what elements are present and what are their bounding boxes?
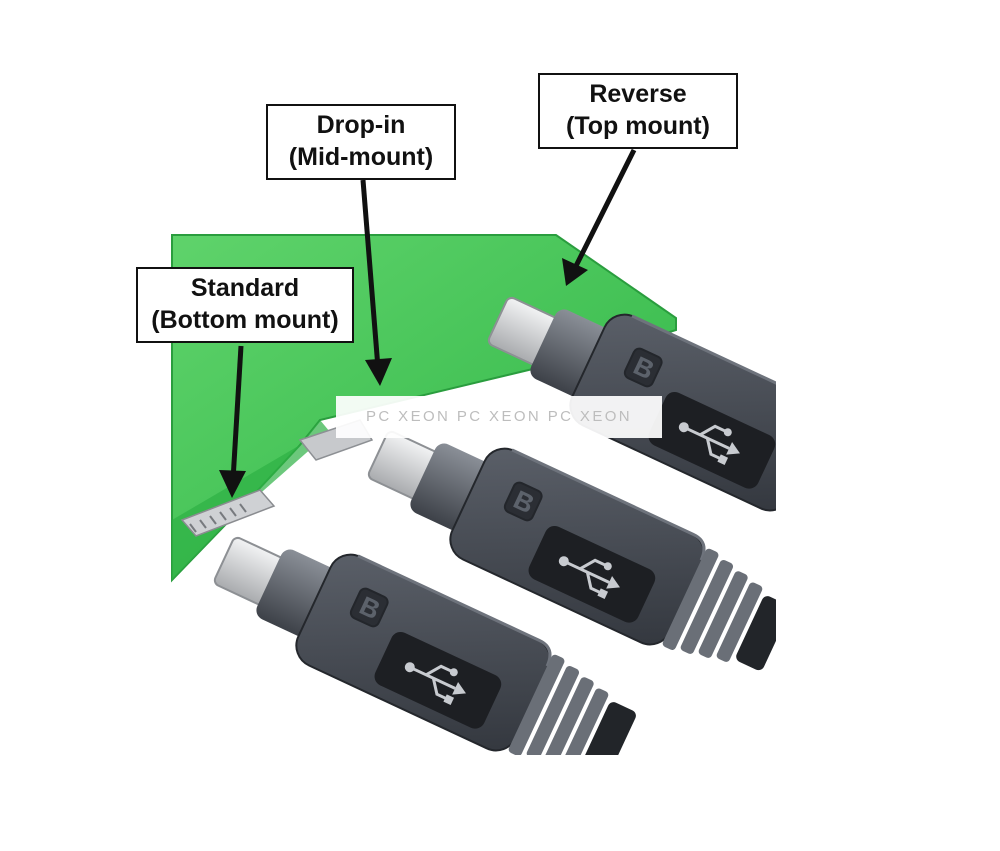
callout-standard-line2: (Bottom mount) [151, 306, 339, 334]
callout-reverse-line1: Reverse [589, 80, 687, 108]
callout-standard: Standard (Bottom mount) [136, 267, 354, 343]
callout-standard-line1: Standard [190, 274, 300, 302]
callout-drop-in-line2: (Mid-mount) [288, 143, 434, 171]
callout-drop-in: Drop-in (Mid-mount) [266, 104, 456, 180]
watermark-text: PC XEON PC XEON PC XEON [336, 396, 662, 438]
callout-reverse-line2: (Top mount) [566, 112, 710, 140]
pointer-arrows [219, 148, 637, 498]
callout-drop-in-line1: Drop-in [316, 111, 406, 139]
callout-reverse: Reverse (Top mount) [538, 73, 738, 149]
